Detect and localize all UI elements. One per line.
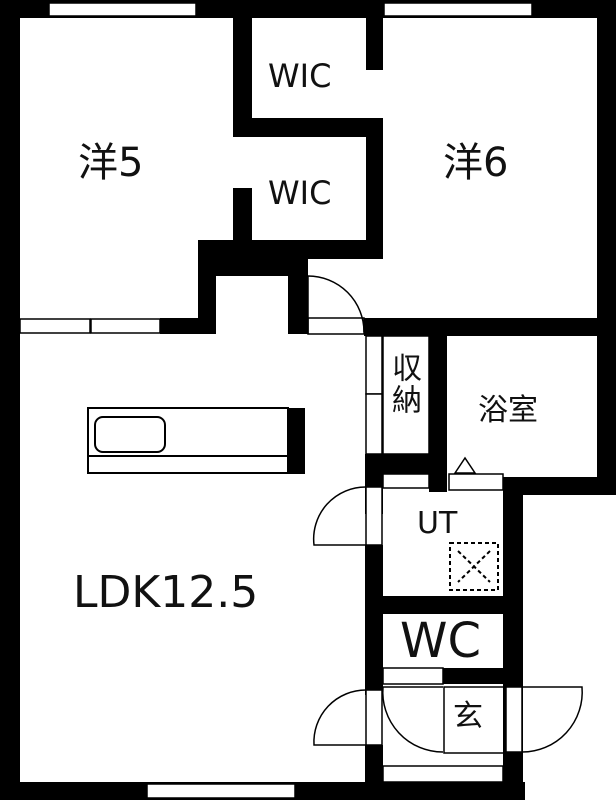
room-label-bath: 浴室 <box>478 393 538 428</box>
kitchen-end-wall <box>288 408 305 474</box>
room-label-ldk: LDK12.5 <box>73 567 259 618</box>
window-6-top <box>383 2 533 17</box>
window-5-bottom-a <box>19 318 91 334</box>
window-5-bottom-b <box>90 318 161 334</box>
room-label-western6: 洋6 <box>443 140 509 186</box>
wall-corridor-left <box>365 545 383 695</box>
window-entrance-bottom <box>382 765 504 783</box>
wall-ut-wc <box>383 596 505 614</box>
wall-6-bottom <box>364 318 616 336</box>
wall-left <box>0 0 20 800</box>
wall-5-lower-right <box>198 240 216 334</box>
wall-wic-mid-stub <box>233 188 252 248</box>
wall-wc-bottom <box>443 668 505 684</box>
room-label-entrance: 玄 <box>453 699 483 734</box>
wall-storage-bottom <box>365 454 447 474</box>
room-label-storage: 収納 <box>386 352 421 416</box>
window-ldk-bottom <box>146 783 296 799</box>
wall-5-bottom-stub <box>160 318 216 334</box>
room-label-utility: UT <box>417 506 458 541</box>
room-label-wic-mid: WIC <box>268 174 332 212</box>
wall-bath-bottom <box>503 477 616 495</box>
storage-doors <box>365 335 430 455</box>
door-ut <box>312 473 430 546</box>
wall-wic-left <box>233 0 252 136</box>
room-label-western5: 洋5 <box>78 140 144 186</box>
kitchen-counter <box>87 407 289 474</box>
room-label-toilet: WC <box>400 613 481 669</box>
door-western6 <box>307 275 365 335</box>
wall-wic-right <box>366 118 383 258</box>
wall-hall-left <box>288 240 308 334</box>
wall-wic-divider <box>233 118 383 137</box>
wall-corridor-left-lower <box>365 745 383 800</box>
wall-bath-left <box>429 336 447 492</box>
washer-space <box>449 542 499 591</box>
room-label-wic-top: WIC <box>268 57 332 95</box>
door-bath <box>448 456 504 491</box>
wall-right <box>597 0 616 495</box>
wall-wic-stub <box>366 0 383 70</box>
window-5-top <box>48 2 197 17</box>
entrance-area <box>313 667 583 754</box>
